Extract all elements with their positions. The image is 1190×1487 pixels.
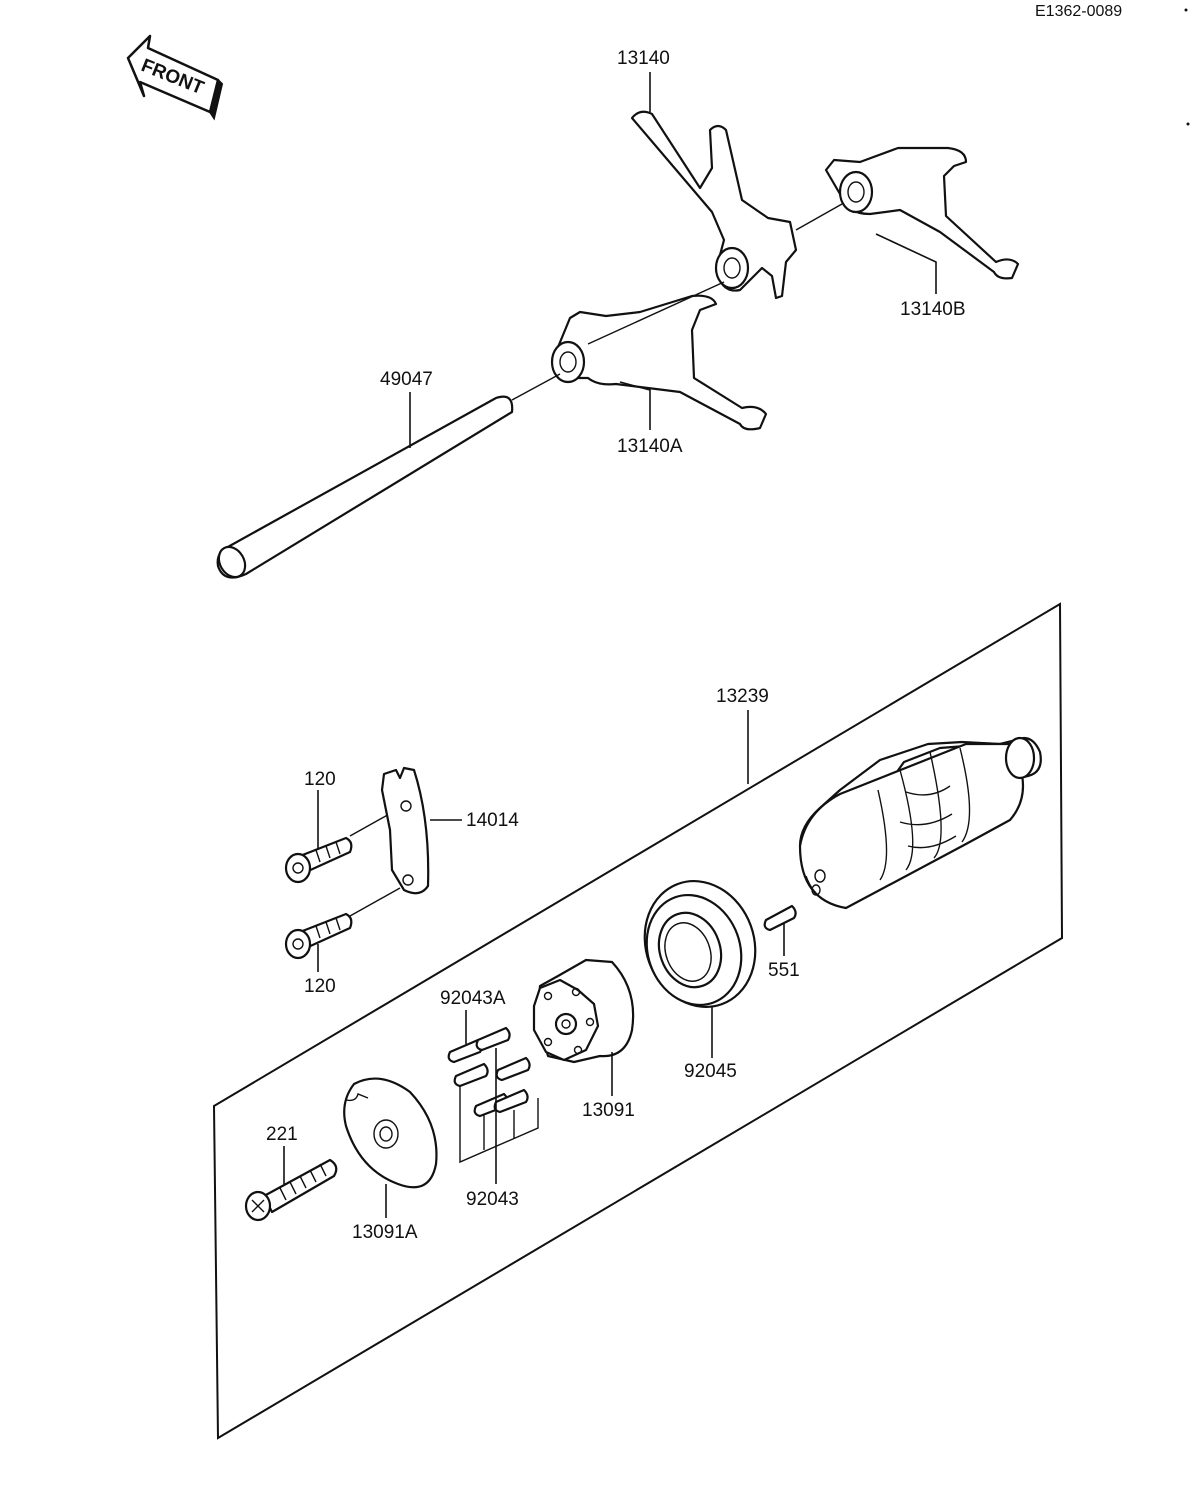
- label-120-top: 120: [304, 769, 336, 790]
- label-13091A: 13091A: [352, 1222, 418, 1243]
- label-13140A: 13140A: [617, 436, 683, 457]
- shift-fork-13140B: [824, 146, 1020, 280]
- label-551: 551: [768, 960, 800, 981]
- shift-drum-cam-13091: [532, 958, 635, 1064]
- shift-rod-49047: [216, 395, 514, 579]
- label-13140B: 13140B: [900, 299, 966, 320]
- alignment-line: [795, 203, 843, 231]
- label-92043: 92043: [466, 1189, 519, 1210]
- label-120-bottom: 120: [304, 976, 336, 997]
- label-13091: 13091: [582, 1100, 635, 1121]
- front-arrow-icon: FRONT: [126, 34, 224, 121]
- leader-13140B: [875, 233, 937, 294]
- bolt-120-bottom: [284, 912, 353, 960]
- bearing-92045: [643, 879, 757, 1009]
- assembly-frame-13239: [212, 602, 1064, 1440]
- leader-13140A: [619, 381, 651, 430]
- label-14014: 14014: [466, 810, 519, 831]
- alignment-line: [349, 887, 401, 917]
- pins-92043: [447, 1026, 539, 1164]
- plate-13091A: [343, 1077, 438, 1189]
- bolt-120-top: [284, 836, 353, 884]
- shift-fork-13140: [630, 110, 798, 300]
- shift-drum: [798, 736, 1042, 910]
- alignment-line: [587, 281, 725, 345]
- screw-221: [244, 1158, 338, 1222]
- label-92043A: 92043A: [440, 988, 506, 1009]
- label-92045: 92045: [684, 1061, 737, 1082]
- label-221: 221: [266, 1124, 298, 1145]
- label-13239: 13239: [716, 686, 769, 707]
- pin-551: [763, 904, 797, 932]
- stopper-plate-14014: [380, 766, 430, 895]
- reference-code: E1362-0089: [1035, 3, 1122, 20]
- scan-dot: [1186, 122, 1190, 126]
- label-13140: 13140: [617, 48, 670, 69]
- label-49047: 49047: [380, 369, 433, 390]
- scan-dot: [1184, 8, 1188, 12]
- alignment-line: [511, 373, 561, 401]
- shift-fork-13140A: [550, 294, 768, 431]
